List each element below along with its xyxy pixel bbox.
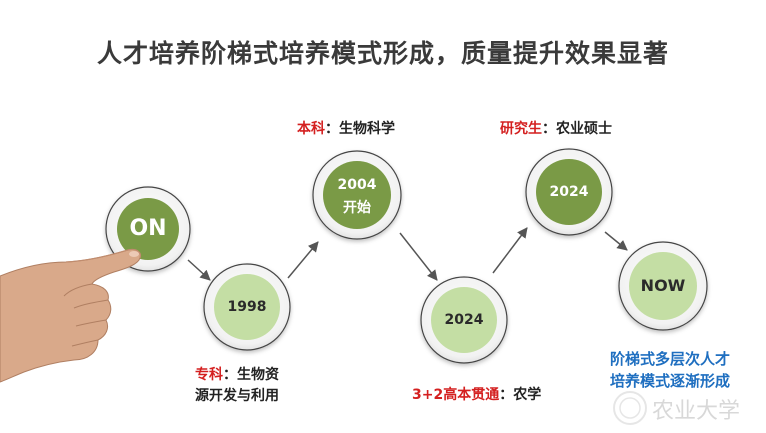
node-2004-line1: 2004 xyxy=(337,177,377,193)
node-2024a-core xyxy=(431,287,497,353)
node-1998-text: 1998 xyxy=(227,299,267,315)
label-bachelor-suffix: ：生物科学 xyxy=(325,121,395,137)
node-2024b-text: 2024 xyxy=(549,184,589,200)
label-bachelor-prefix: 本科 xyxy=(297,121,325,137)
arrow-2024b-now xyxy=(604,231,628,251)
label-program-suffix: ：农学 xyxy=(499,387,542,403)
pointing-hand-icon xyxy=(0,248,141,383)
watermark-seal-icon xyxy=(613,391,647,425)
node-1998-core xyxy=(214,274,280,340)
label-college-suffix: ：生物资 xyxy=(223,367,279,383)
watermark-text: 农业大学 xyxy=(652,399,741,424)
node-now-text: NOW xyxy=(640,276,686,295)
label-grad: 研究生：农业硕士 xyxy=(500,118,612,138)
label-bachelor: 本科：生物科学 xyxy=(297,118,395,138)
node-on-text: ON xyxy=(129,216,167,241)
label-grad-suffix: ：农业硕士 xyxy=(542,121,612,137)
node-2004-core xyxy=(323,161,391,229)
label-college-prefix: 专科 xyxy=(195,367,223,383)
summary-text: 阶梯式多层次人才 培养模式逐渐形成 xyxy=(610,348,730,392)
node-2024a-text: 2024 xyxy=(444,312,484,328)
arrow-1998-2004 xyxy=(287,241,319,279)
arrow-2024a-2024b xyxy=(492,227,528,274)
node-2024b-core xyxy=(536,159,602,225)
arrow-2004-2024a xyxy=(399,232,438,281)
label-college-line2: 源开发与利用 xyxy=(195,388,279,404)
node-2004-line2: 开始 xyxy=(343,200,371,216)
page-title: 人才培养阶梯式培养模式形成，质量提升效果显著 xyxy=(96,39,669,68)
summary-line1: 阶梯式多层次人才 xyxy=(610,350,731,368)
label-grad-prefix: 研究生 xyxy=(500,121,542,137)
node-now-core xyxy=(629,252,697,320)
arrow-on-1998 xyxy=(187,259,211,281)
summary-line2: 培养模式逐渐形成 xyxy=(610,372,731,390)
label-program-prefix: 3+2高本贯通 xyxy=(412,387,500,403)
label-college: 专科：生物资 源开发与利用 xyxy=(195,365,279,407)
label-program: 3+2高本贯通：农学 xyxy=(412,384,541,404)
node-on-core xyxy=(117,198,179,260)
